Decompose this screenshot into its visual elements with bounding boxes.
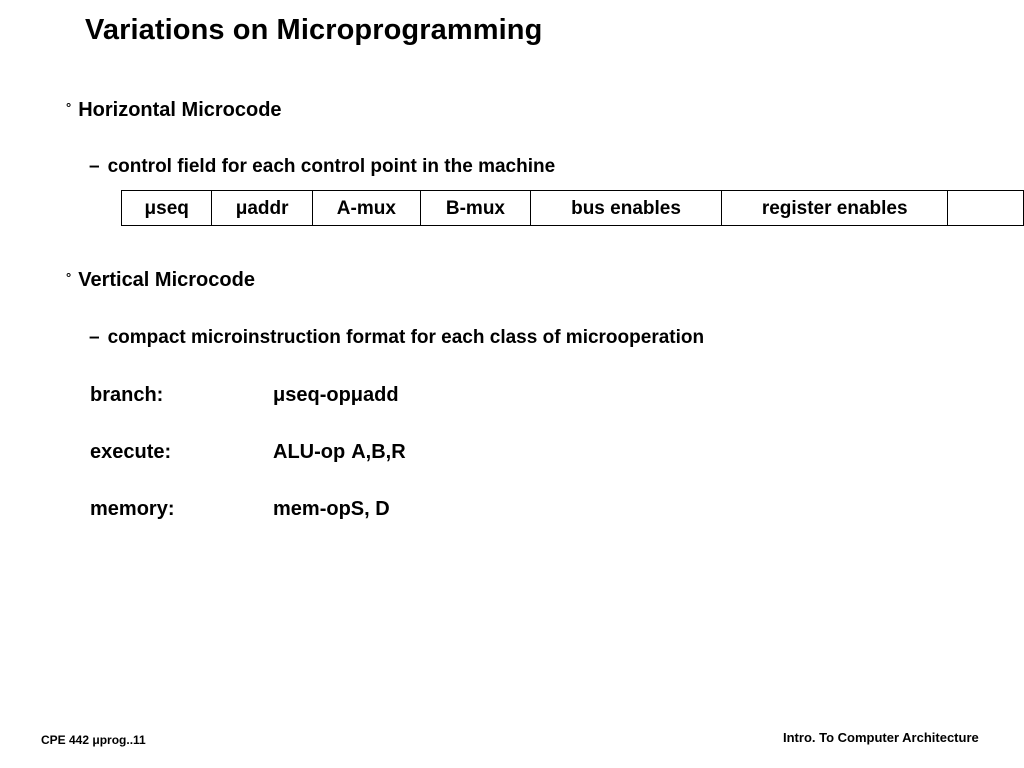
bullet-label: Horizontal Microcode bbox=[78, 99, 282, 121]
format-row-execute: execute: ALU-op A,B,R bbox=[90, 441, 406, 464]
field-cell-useq: μseq bbox=[120, 190, 213, 226]
field-cell-bus-enables: bus enables bbox=[529, 190, 723, 226]
bullet-horizontal-microcode: ° Horizontal Microcode bbox=[66, 100, 282, 120]
format-row-memory: memory: mem-op S, D bbox=[90, 498, 390, 521]
format-operands: S, D bbox=[350, 498, 390, 520]
format-row-branch: branch: μseq-op μadd bbox=[90, 384, 399, 407]
subbullet-compact-format: – compact microinstruction format for ea… bbox=[89, 327, 704, 349]
subbullet-label: control field for each control point in … bbox=[107, 156, 556, 177]
format-opcode: μseq-op bbox=[273, 384, 351, 406]
bullet-vertical-microcode: ° Vertical Microcode bbox=[66, 270, 255, 290]
degree-bullet-icon: ° bbox=[66, 270, 72, 285]
bullet-label: Vertical Microcode bbox=[78, 269, 255, 291]
slide-title: Variations on Microprogramming bbox=[85, 14, 543, 46]
format-opcode: ALU-op bbox=[273, 441, 346, 463]
dash-bullet-icon: – bbox=[89, 156, 100, 177]
format-label: execute: bbox=[90, 441, 172, 463]
format-operands: A,B,R bbox=[351, 441, 406, 463]
format-opcode: mem-op bbox=[273, 498, 351, 520]
table-row: μseq μaddr A-mux B-mux bus enables regis… bbox=[120, 190, 1024, 226]
dash-bullet-icon: – bbox=[89, 327, 100, 348]
field-cell-uaddr: μaddr bbox=[211, 190, 313, 226]
subbullet-control-field: – control field for each control point i… bbox=[89, 156, 555, 178]
format-label: memory: bbox=[90, 498, 175, 520]
field-cell-register-enables: register enables bbox=[721, 190, 949, 226]
subbullet-label: compact microinstruction format for each… bbox=[107, 327, 705, 348]
format-operands: μadd bbox=[350, 384, 399, 406]
footer-course-label: CPE 442 μprog..11 bbox=[41, 733, 146, 747]
footer-course-title: Intro. To Computer Architecture bbox=[783, 730, 979, 745]
microcode-field-table: μseq μaddr A-mux B-mux bus enables regis… bbox=[120, 190, 1024, 226]
field-cell-b-mux: B-mux bbox=[419, 190, 531, 226]
degree-bullet-icon: ° bbox=[66, 100, 72, 115]
field-cell-a-mux: A-mux bbox=[311, 190, 421, 226]
field-cell-empty bbox=[947, 190, 1024, 226]
format-label: branch: bbox=[90, 384, 164, 406]
